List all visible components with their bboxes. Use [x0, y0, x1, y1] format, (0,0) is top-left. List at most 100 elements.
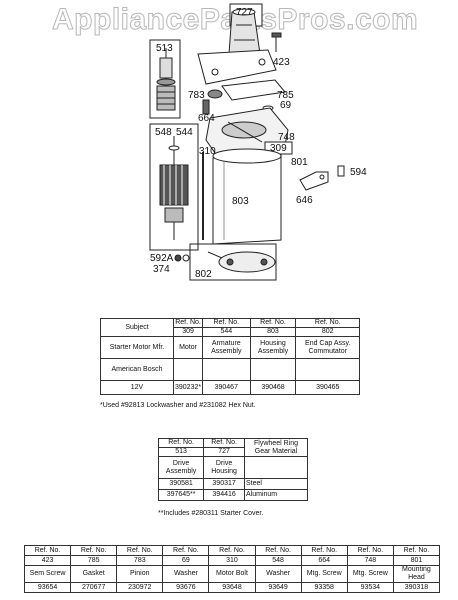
label-803: 803: [232, 196, 249, 207]
t1-mfr-cell: [172, 358, 204, 381]
t3-ref-cell: 423: [23, 555, 72, 566]
t3-h-ref: Ref. No.: [346, 545, 394, 556]
table-drive-assembly: Ref. No. Ref. No. Flywheel Ring Gear Mat…: [157, 438, 308, 501]
drive-assembly-513: [159, 57, 173, 79]
t3-part-cell: 390318: [392, 582, 441, 593]
t1-desc-cell: Housing Assembly: [249, 336, 297, 359]
t3-name-cell: Washer: [254, 565, 302, 583]
t1-h-num: 544: [202, 327, 251, 337]
t3-part-cell: 93534: [346, 582, 394, 593]
t3-h-ref: Ref. No.: [162, 545, 210, 556]
label-592a: 592A: [150, 253, 174, 264]
t1-mfr-cell: [295, 358, 360, 381]
t3-part-cell: 93676: [162, 582, 210, 593]
mtg-screw-664: [202, 99, 210, 115]
t2-h-ref: Ref. No.: [203, 438, 245, 448]
t2-material-cell: Aluminum: [244, 489, 308, 501]
t3-name-cell: Gasket: [70, 565, 118, 583]
t1-part-cell: 390232*: [172, 380, 204, 395]
t3-ref-cell: 748: [346, 555, 394, 566]
label-748: 748: [278, 132, 295, 143]
t2-material-cell: Steel: [244, 478, 308, 490]
t3-h-ref: Ref. No.: [392, 545, 441, 556]
callout-box-548-544: [149, 123, 199, 251]
label-513: 513: [156, 43, 173, 54]
t2-h-num: 727: [203, 447, 245, 457]
t1-mfr-cell: American Bosch: [100, 358, 174, 381]
t2-h-ref: Ref. No.: [157, 438, 205, 448]
t3-name-cell: Mounting Head: [392, 565, 441, 583]
callout-box-802: [189, 243, 277, 281]
t1-part-cell: 390465: [295, 380, 360, 395]
t1-h-ref: Ref. No.: [249, 318, 297, 328]
label-785: 785: [277, 90, 294, 101]
t3-name-cell: Motor Bolt: [208, 565, 256, 583]
label-664: 664: [198, 113, 215, 124]
t3-ref-cell: 801: [392, 555, 441, 566]
table-starter-motor: Subject Ref. No. Ref. No. Ref. No. Ref. …: [100, 318, 360, 395]
t1-part-cell: 390467: [202, 380, 251, 395]
t3-part-cell: 93649: [254, 582, 302, 593]
label-594: 594: [350, 167, 367, 178]
t3-ref-cell: 548: [254, 555, 302, 566]
t1-h-num: 802: [295, 327, 360, 337]
bracket-646: [299, 171, 329, 191]
t2-part-cell: 394416: [203, 489, 245, 501]
t2-h-material: Flywheel Ring Gear Material: [244, 438, 308, 457]
part-374: [182, 254, 190, 262]
t3-name-cell: Pinion: [116, 565, 164, 583]
t1-part-cell: 12V: [100, 380, 174, 395]
gasket-785: [221, 79, 286, 101]
sem-screw-423: [271, 32, 282, 38]
t3-part-cell: 93358: [300, 582, 348, 593]
mounting-flange: [197, 49, 277, 85]
part-592a: [174, 254, 182, 262]
table-hardware: Ref. No. Ref. No. Ref. No. Ref. No. Ref.…: [23, 545, 441, 593]
label-423: 423: [273, 57, 290, 68]
t2-part-cell: 390581: [157, 478, 205, 490]
t1-mfr-cell: [249, 358, 297, 381]
t2-h-num: 513: [157, 447, 205, 457]
washer-548: [168, 145, 180, 151]
armature-544: [159, 164, 189, 206]
t3-h-ref: Ref. No.: [208, 545, 256, 556]
t1-desc-cell: End Cap Assy. Commutator: [295, 336, 360, 359]
t3-h-ref: Ref. No.: [300, 545, 348, 556]
t2-part-cell: 397645**: [157, 489, 205, 501]
label-544: 544: [176, 127, 193, 138]
t1-desc-cell: Motor: [172, 336, 204, 359]
starter-exploded-diagram: [149, 3, 345, 281]
t2-desc-cell: Drive Housing: [203, 456, 245, 479]
t3-name-cell: Mtg. Screw: [300, 565, 348, 583]
label-310: 310: [199, 146, 216, 157]
t1-h-ref: Ref. No.: [172, 318, 204, 328]
label-727: 727: [236, 7, 253, 18]
t1-h-subject: Subject: [100, 318, 174, 337]
t3-ref-cell: 783: [116, 555, 164, 566]
t3-name-cell: Mtg. Screw: [346, 565, 394, 583]
t3-name-cell: Sem Screw: [23, 565, 72, 583]
end-cap-802: [218, 251, 276, 273]
t3-ref-cell: 69: [162, 555, 210, 566]
t3-ref-cell: 664: [300, 555, 348, 566]
t3-ref-cell: 785: [70, 555, 118, 566]
t1-desc-cell: Starter Motor Mfr.: [100, 336, 174, 359]
note-starter-cover: **Includes #280311 Starter Cover.: [158, 510, 264, 517]
t3-part-cell: 93648: [208, 582, 256, 593]
t1-h-num: 803: [249, 327, 297, 337]
t3-h-ref: Ref. No.: [116, 545, 164, 556]
label-548: 548: [155, 127, 172, 138]
t1-mfr-cell: [202, 358, 251, 381]
label-646: 646: [296, 195, 313, 206]
t2-desc-cell: [244, 456, 308, 479]
t3-part-cell: 93654: [23, 582, 72, 593]
t3-name-cell: Washer: [162, 565, 210, 583]
pinion-783: [207, 89, 223, 99]
t1-h-ref: Ref. No.: [295, 318, 360, 328]
t3-h-ref: Ref. No.: [254, 545, 302, 556]
label-309: 309: [270, 143, 287, 154]
t1-desc-cell: Armature Assembly: [202, 336, 251, 359]
t3-h-ref: Ref. No.: [23, 545, 72, 556]
t3-h-ref: Ref. No.: [70, 545, 118, 556]
label-802: 802: [195, 269, 212, 280]
